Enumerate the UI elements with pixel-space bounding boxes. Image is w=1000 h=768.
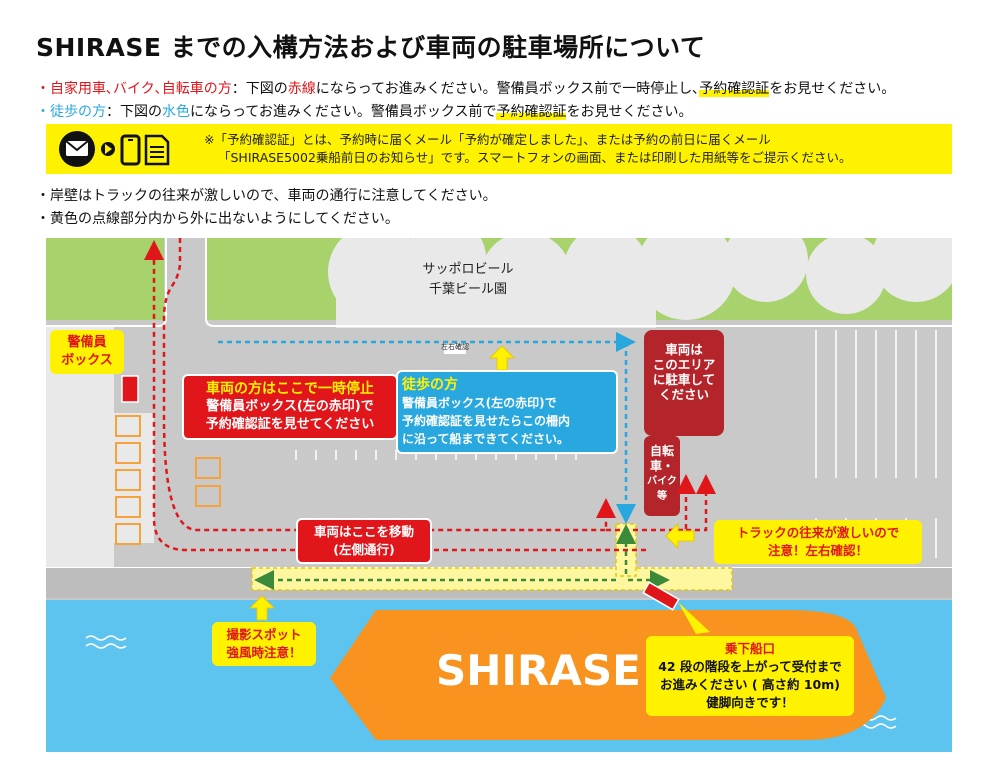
arrow-to-walker bbox=[488, 345, 516, 371]
vehicle-route-out bbox=[144, 240, 646, 552]
stop-marker bbox=[444, 344, 466, 354]
arrow-to-truck bbox=[665, 522, 695, 550]
brewery-building bbox=[328, 238, 952, 328]
notice-line-1: ※「予約確認証」とは、予約時に届くメール「予約が確定しました」、または予約の前日… bbox=[204, 132, 771, 147]
stop-text: 左右確認 bbox=[441, 343, 469, 351]
car-park-area bbox=[644, 330, 724, 436]
guard-box-marker bbox=[121, 375, 139, 403]
brewery-label: サッポロビール 千葉ビール園 bbox=[422, 262, 514, 297]
mail-icon bbox=[59, 131, 95, 167]
photo-spot-label: 撮影スポット 強風時注意！ bbox=[212, 622, 316, 666]
notice-line-2: 「SHIRASE5002乗船前日のお知らせ」です。スマートフォンの画面、または印… bbox=[218, 150, 852, 165]
caution-dotted-area: ・黄色の点線部分内から外に出ないようにしてください。 bbox=[36, 211, 399, 227]
smartphone-icon bbox=[120, 134, 141, 166]
page-title: SHIRASE までの入構方法および車両の駐車場所について bbox=[36, 33, 706, 62]
notice-icons bbox=[58, 130, 188, 172]
confirm-word: 予約確認証 bbox=[699, 81, 770, 97]
vehicle-route-park2 bbox=[686, 474, 716, 532]
boarding-label: 乗下船口 42 段の階段を上がって受付まで お進みください ( 高さ約 10m)… bbox=[646, 636, 854, 716]
blue-word: 水色 bbox=[162, 104, 190, 120]
car-park-label: 車両は このエリア に駐車して ください bbox=[652, 342, 716, 402]
gangway-marker bbox=[642, 581, 680, 611]
bike-park-label: 自転 車・ バイク等 bbox=[647, 444, 677, 502]
walker-label: 徒歩の方 bbox=[50, 104, 106, 120]
left-parking bbox=[114, 413, 154, 543]
ship-name: SHIRASE bbox=[436, 646, 641, 695]
walkway-zone bbox=[251, 567, 733, 591]
site-map: サッポロビール 千葉ビール園 左右確認 警備員 ボックス 車両の方はここで一時停… bbox=[46, 238, 952, 752]
document-icon bbox=[144, 134, 170, 166]
move-here-label: 車両はここを移動 (左側通行) bbox=[296, 518, 432, 564]
truck-caution-label: トラックの往来が激しいので 注意！左右確認！ bbox=[714, 520, 922, 564]
guard-box-label: 警備員 ボックス bbox=[50, 330, 124, 374]
boarding-pointer bbox=[678, 602, 710, 634]
parking-boxes-left bbox=[115, 415, 221, 545]
confirm-word: 予約確認証 bbox=[496, 104, 567, 120]
vehicle-route-park bbox=[606, 474, 696, 532]
arrow-to-photo bbox=[248, 595, 276, 621]
vehicle-label: 自家用車､バイク､自転車の方 bbox=[50, 81, 232, 97]
vehicle-route-in bbox=[162, 238, 616, 532]
walker-route-label: 徒歩の方 警備員ボックス(左の赤印)で 予約確認証を見せたらこの柵内 に沿って船… bbox=[396, 370, 618, 454]
bike-park-area bbox=[644, 436, 680, 516]
red-line-word: 赤線 bbox=[287, 81, 316, 97]
walker-instruction: ・徒歩の方：下図の水色にならってお進みください。警備員ボックス前で予約確認証をお… bbox=[36, 104, 693, 120]
arrow-right-icon bbox=[101, 142, 115, 156]
caution-quay: ・岸壁はトラックの往来が激しいので、車両の通行に注意してください。 bbox=[36, 188, 497, 204]
vehicle-stop-label: 車両の方はここで一時停止 警備員ボックス(左の赤印)で 予約確認証を見せてくださ… bbox=[182, 374, 398, 440]
grass-left bbox=[46, 238, 164, 320]
vehicle-instruction: ・自家用車､バイク､自転車の方：下図の赤線にならってお進みください。警備員ボック… bbox=[36, 81, 896, 97]
confirmation-notice: ※「予約確認証」とは、予約時に届くメール「予約が確定しました」、または予約の前日… bbox=[46, 124, 952, 174]
parking-lines-center bbox=[295, 450, 577, 460]
